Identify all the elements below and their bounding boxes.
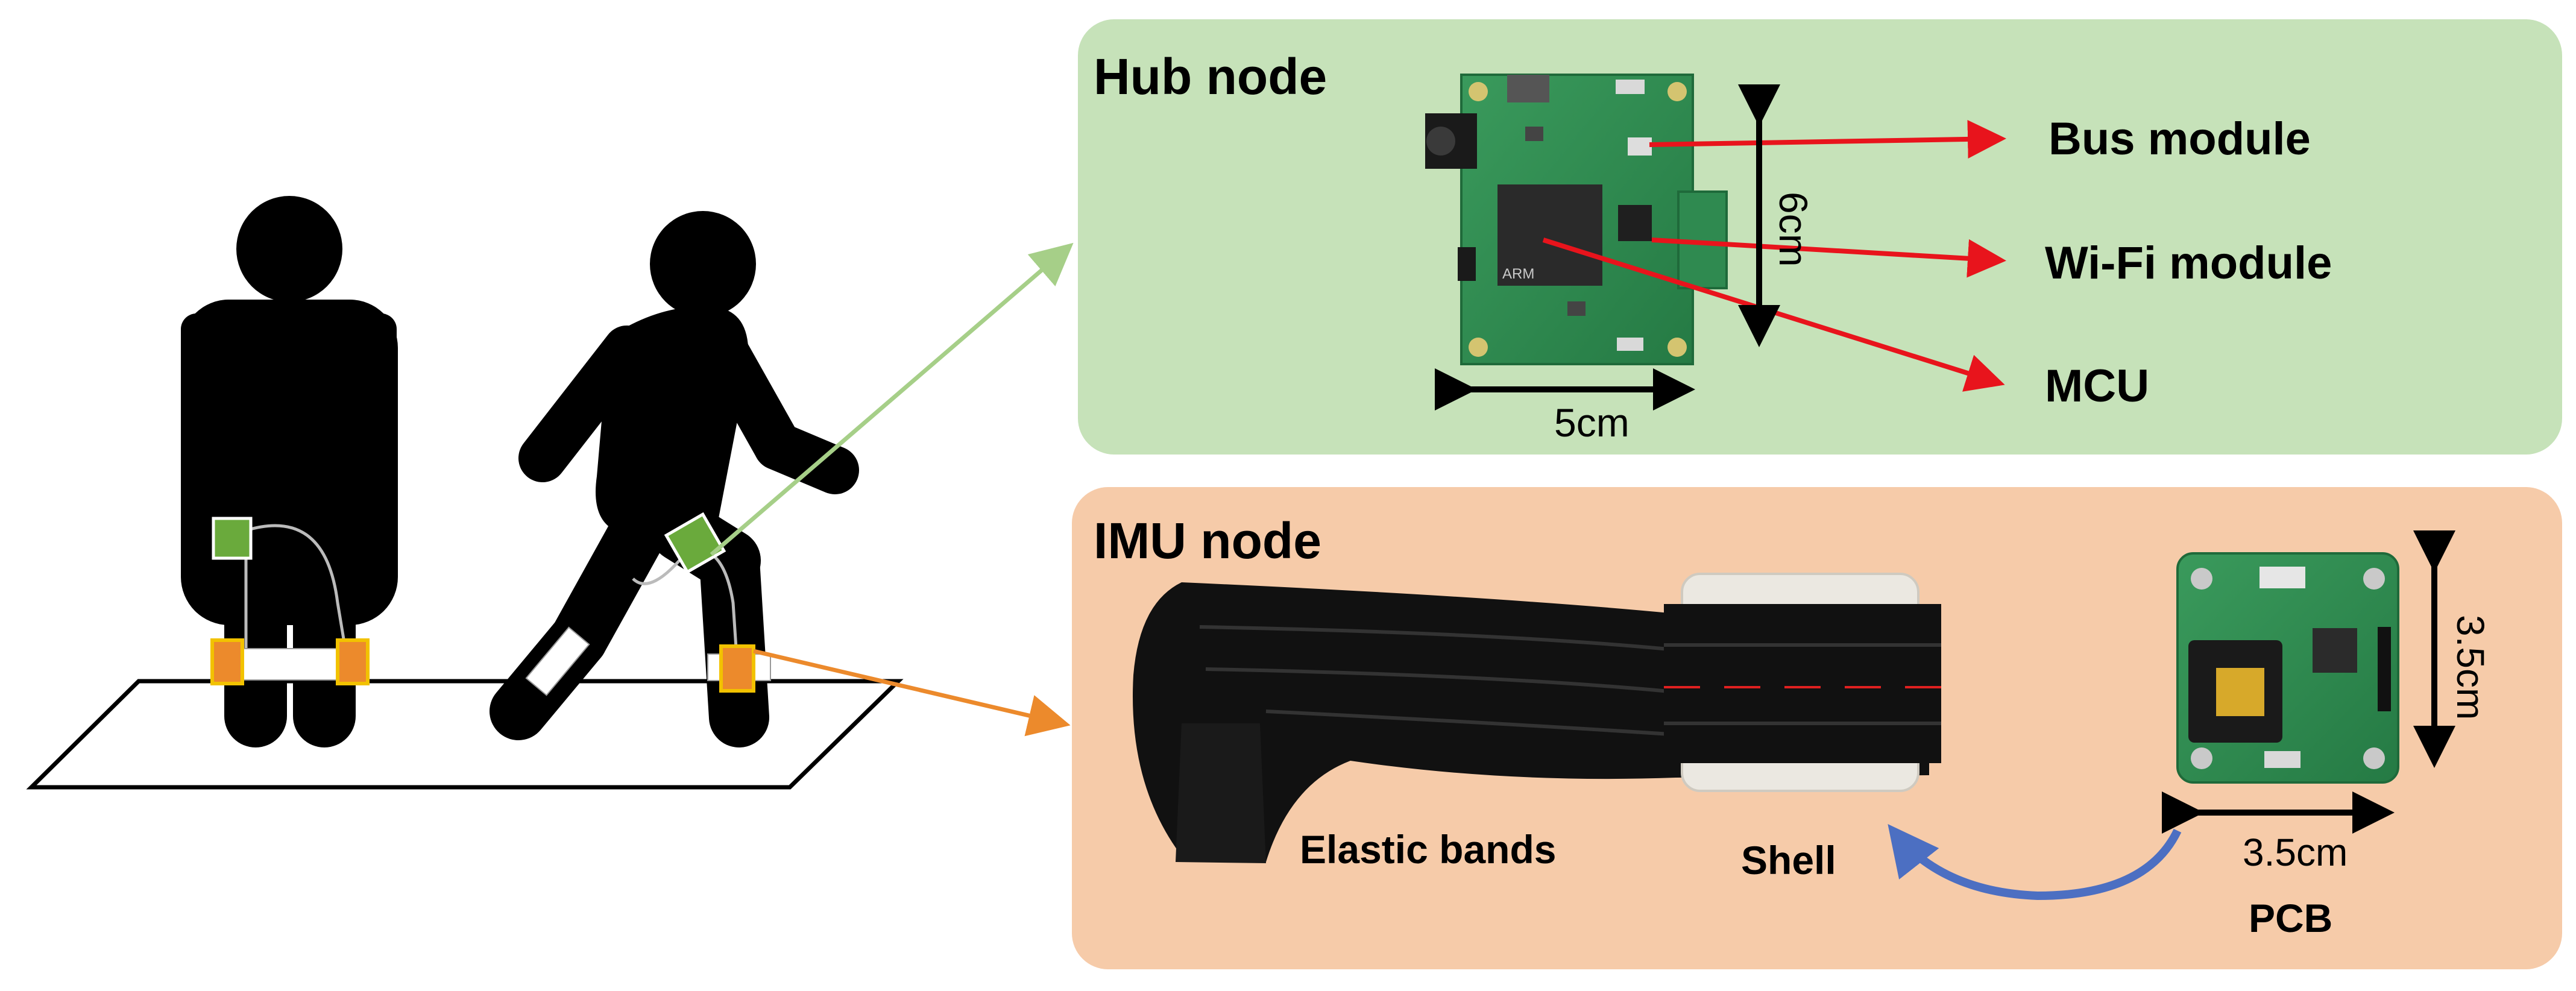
strap-band — [525, 626, 590, 696]
hub-height-label: 6cm — [1771, 192, 1816, 267]
shank-sensor — [719, 644, 755, 693]
mcu-chip — [1497, 184, 1602, 286]
ground-plane-icon — [26, 679, 904, 790]
chip-marking: ARM — [1502, 266, 1534, 282]
hub-pcb-photo: ARM — [1425, 74, 1728, 365]
shell-photo — [1664, 573, 1941, 792]
elastic-bands-label: Elastic bands — [1300, 827, 1557, 872]
pcb-to-shell-arrow — [1888, 823, 2182, 901]
pcb-height-label: 3.5cm — [2449, 615, 2492, 720]
shell-label: Shell — [1741, 838, 1836, 882]
imu-pcb-photo — [2176, 552, 2399, 784]
imu-callout-arrow — [753, 649, 1071, 737]
wifi-module-pointer — [1651, 238, 2006, 278]
wifi-module-label: Wi-Fi module — [2045, 238, 2332, 289]
pcb-label: PCB — [2249, 896, 2332, 940]
hub-width-label: 5cm — [1554, 400, 1630, 445]
thigh-sensor — [664, 512, 726, 574]
thigh-sensor — [212, 517, 253, 560]
sensor-wire — [245, 524, 347, 647]
bus-module-label: Bus module — [2049, 113, 2311, 165]
walking-person-icon — [490, 211, 859, 747]
shank-sensor-left — [210, 638, 244, 685]
bus-module-pointer — [1649, 119, 2006, 159]
hub-node-title: Hub node — [1094, 48, 1327, 105]
pcb-width-label: 3.5cm — [2243, 831, 2348, 874]
hub-callout-arrow — [710, 242, 1074, 556]
mcu-label: MCU — [2045, 360, 2149, 412]
shank-sensor-right — [336, 638, 370, 685]
imu-node-title: IMU node — [1094, 512, 1321, 569]
